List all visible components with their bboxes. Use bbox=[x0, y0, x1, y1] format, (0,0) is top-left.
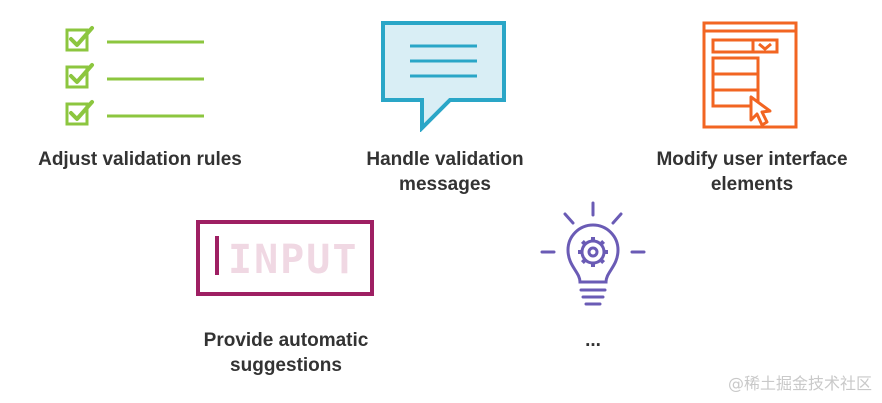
item-label-line-2: suggestions bbox=[230, 355, 342, 376]
watermark: @稀土掘金技术社区 bbox=[727, 374, 872, 393]
input-placeholder-text: INPUT bbox=[228, 237, 358, 283]
lightbulb-gear-icon bbox=[540, 201, 646, 306]
speech-bubble-icon bbox=[381, 21, 506, 132]
item-label: ... bbox=[585, 330, 601, 351]
item-label-line-2: messages bbox=[399, 174, 491, 195]
item-label-line-1: Handle validation bbox=[366, 149, 524, 170]
item-label-line-2: elements bbox=[710, 174, 794, 195]
item-label: Adjust validation rules bbox=[38, 149, 242, 170]
input-field-icon: INPUT bbox=[196, 220, 374, 296]
checklist-icon bbox=[65, 26, 204, 126]
ui-window-cursor-icon bbox=[702, 21, 798, 129]
item-label-line-1: Provide automatic bbox=[203, 330, 369, 351]
item-label-line-1: Modify user interface bbox=[656, 149, 848, 170]
